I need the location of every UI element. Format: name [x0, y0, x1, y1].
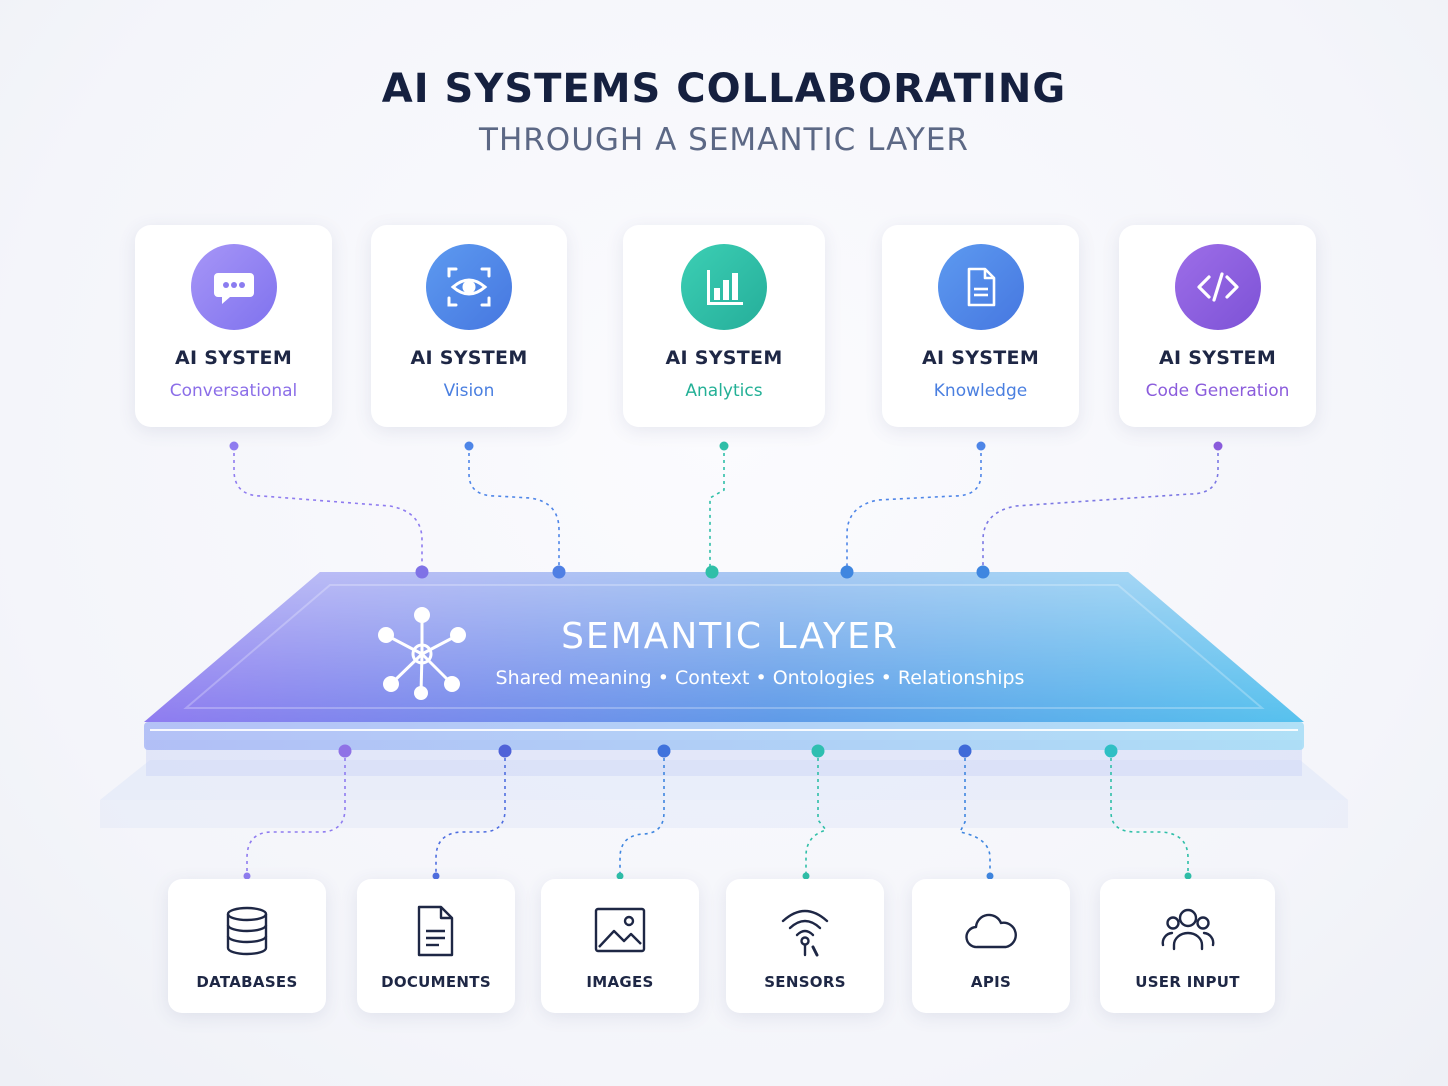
ai-system-title: AI SYSTEM	[1158, 347, 1277, 369]
source-card-databases[interactable]: DATABASES	[168, 879, 326, 1013]
semantic-layer-slab	[144, 572, 1304, 750]
source-label: DATABASES	[196, 973, 298, 991]
page-title: AI SYSTEMS COLLABORATING	[381, 66, 1067, 112]
document-icon	[417, 905, 454, 957]
upper-connector-dots	[229, 441, 1223, 579]
ai-system-title: AI SYSTEM	[174, 347, 293, 369]
document-icon	[937, 244, 1024, 330]
ai-system-card-code-generation[interactable]: AI SYSTEM Code Generation	[1119, 225, 1316, 427]
semantic-layer-subtitle: Shared meaning • Context • Ontologies • …	[495, 667, 1025, 689]
ai-system-card-knowledge[interactable]: AI SYSTEM Knowledge	[882, 225, 1079, 427]
connector-databases	[246, 751, 346, 876]
ai-system-card-conversational[interactable]: AI SYSTEM Conversational	[135, 225, 332, 427]
source-label: DOCUMENTS	[381, 973, 491, 991]
eye-icon	[426, 244, 512, 330]
code-icon	[1174, 244, 1261, 330]
connector-documents	[435, 751, 506, 876]
connector-analytics	[709, 446, 725, 572]
source-card-sensors[interactable]: SENSORS	[726, 879, 884, 1013]
bar-chart-icon	[681, 244, 767, 330]
source-label: USER INPUT	[1135, 973, 1240, 991]
connector-code	[982, 446, 1219, 572]
database-icon	[226, 906, 268, 956]
page-subtitle: THROUGH A SEMANTIC LAYER	[479, 122, 969, 158]
network-nodes-icon	[378, 607, 466, 700]
ai-system-card-analytics[interactable]: AI SYSTEM Analytics	[623, 225, 825, 427]
ai-system-subtitle: Conversational	[169, 381, 298, 401]
connector-user-input	[1110, 751, 1189, 876]
connector-conversational	[233, 446, 423, 572]
ai-system-title: AI SYSTEM	[665, 347, 783, 369]
ai-system-subtitle: Code Generation	[1145, 381, 1290, 401]
source-label: IMAGES	[586, 973, 654, 991]
connector-knowledge	[846, 446, 982, 572]
image-icon	[594, 907, 646, 953]
ai-system-subtitle: Analytics	[685, 381, 763, 401]
source-card-images[interactable]: IMAGES	[541, 879, 699, 1013]
upper-connectors	[233, 446, 1219, 572]
source-card-documents[interactable]: DOCUMENTS	[357, 879, 515, 1013]
ai-system-subtitle: Knowledge	[933, 381, 1028, 401]
lower-connectors	[246, 751, 1189, 876]
sensor-signal-icon	[781, 909, 829, 957]
source-card-apis[interactable]: APIS	[912, 879, 1070, 1013]
connector-vision	[468, 446, 560, 572]
ai-system-subtitle: Vision	[443, 381, 495, 401]
ai-system-title: AI SYSTEM	[921, 347, 1040, 369]
source-label: APIS	[970, 973, 1012, 991]
cloud-icon	[965, 913, 1017, 949]
source-card-user-input[interactable]: USER INPUT	[1100, 879, 1275, 1013]
layer-glass-base	[100, 740, 1348, 828]
chat-bubble-icon	[190, 244, 277, 330]
source-label: SENSORS	[764, 973, 846, 991]
ai-system-card-vision[interactable]: AI SYSTEM Vision	[371, 225, 567, 427]
ai-system-title: AI SYSTEM	[410, 347, 528, 369]
users-icon	[1161, 908, 1214, 951]
semantic-layer-title: SEMANTIC LAYER	[561, 616, 899, 657]
lower-connector-dots	[243, 744, 1192, 880]
